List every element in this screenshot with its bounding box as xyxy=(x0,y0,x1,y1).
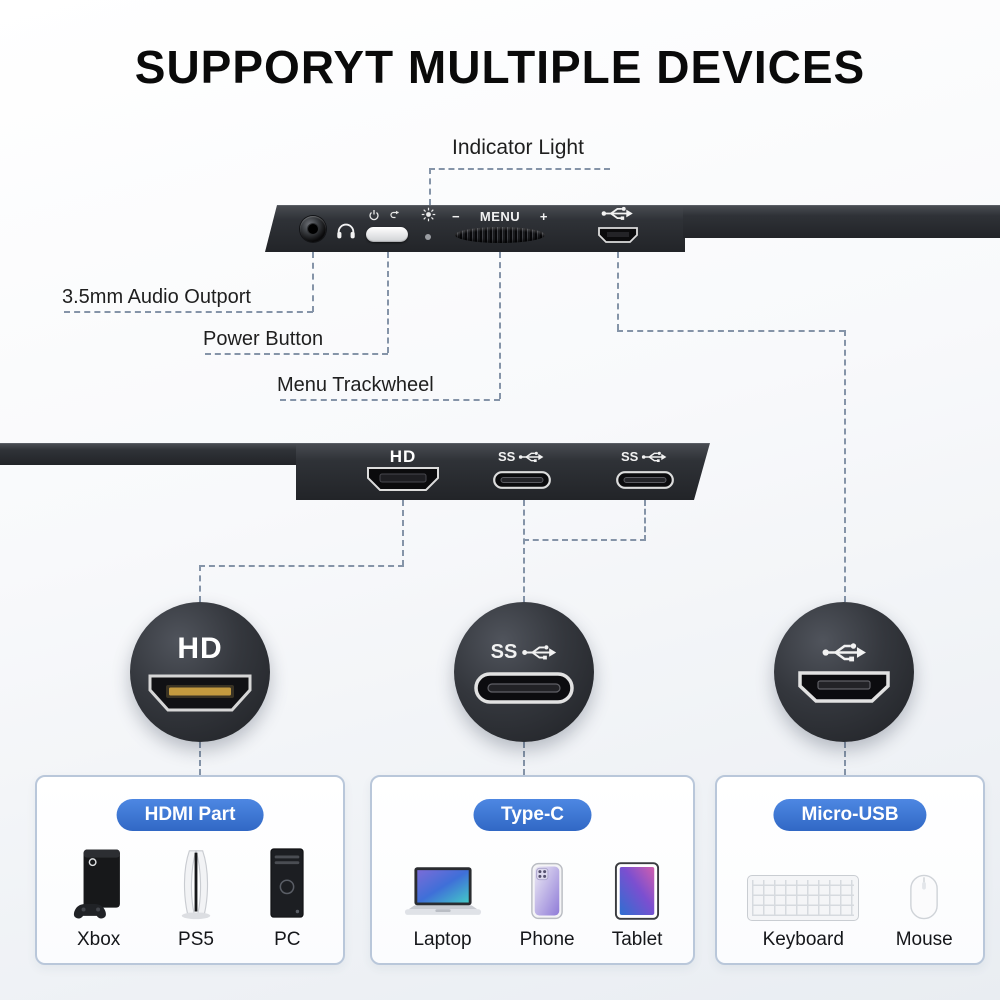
page-title: SUPPORYT MULTIPLE DEVICES xyxy=(134,41,866,93)
device-label: PS5 xyxy=(178,929,214,950)
type-c-badge: Type-C xyxy=(473,799,592,831)
monitor-bottom-edge-extension xyxy=(0,443,302,465)
list-item: PS5 xyxy=(168,847,224,951)
headphone-icon xyxy=(337,223,355,239)
ss-label: SS xyxy=(498,449,516,464)
pc-tower-icon xyxy=(270,848,304,918)
micro-usb-leader-line xyxy=(617,252,619,330)
menu-trackwheel xyxy=(455,227,545,243)
hdmi-leader-line xyxy=(402,500,404,566)
menu-leader-line xyxy=(280,399,500,401)
indicator-leader-line xyxy=(429,168,610,170)
type-c-inset-port xyxy=(474,671,574,704)
device-label: Keyboard xyxy=(762,929,844,950)
usb-icon xyxy=(600,206,634,221)
micro-usb-badge: Micro-USB xyxy=(773,799,927,831)
usb-inset-icon xyxy=(821,642,867,663)
indicator-light-dot xyxy=(425,234,431,240)
menu-markings: − MENU + xyxy=(452,209,548,224)
power-button-label: Power Button xyxy=(203,328,324,350)
ps5-icon xyxy=(181,850,211,920)
device-label: Xbox xyxy=(77,929,121,950)
hdmi-devices-row: Xbox PS5 PC xyxy=(37,843,343,951)
power-button xyxy=(366,227,408,242)
micro-usb-inset-circle xyxy=(774,602,914,742)
return-arrow-icon xyxy=(390,210,399,219)
xbox-icon xyxy=(73,849,120,919)
micro-usb-inset-port xyxy=(798,670,890,703)
audio-leader-line xyxy=(64,311,313,313)
hdmi-card-leader-line xyxy=(199,742,201,775)
keyboard-icon xyxy=(747,875,860,921)
hdmi-port xyxy=(367,467,439,491)
audio-output-label: 3.5mm Audio Outport xyxy=(62,286,251,308)
type-c-port-1 xyxy=(493,471,551,489)
laptop-icon xyxy=(404,867,481,915)
menu-text-label: MENU xyxy=(479,209,521,224)
type-c-leader-line xyxy=(523,500,525,602)
ss-inset-label: SS xyxy=(490,640,518,663)
micro-usb-devices-row: Keyboard Mouse xyxy=(717,843,983,951)
type-c-devices-card: Type-C Laptop xyxy=(370,775,695,965)
usb-trident-icon xyxy=(518,451,544,463)
type-c-inset-circle: SS xyxy=(454,602,594,742)
hdmi-part-badge: HDMI Part xyxy=(116,799,264,831)
hdmi-inset-port xyxy=(148,674,252,712)
monitor-top-edge-extension xyxy=(683,205,1000,238)
indicator-leader-line xyxy=(429,168,431,205)
type-c-leader-line xyxy=(523,539,646,541)
superspeed-usb-marking: SS xyxy=(498,449,544,464)
device-label: Phone xyxy=(519,929,575,950)
phone-icon xyxy=(531,862,563,920)
micro-usb-card-leader-line xyxy=(844,742,846,775)
type-c-leader-line xyxy=(644,500,646,541)
audio-jack-port xyxy=(300,216,326,242)
list-item: Laptop xyxy=(403,865,483,951)
menu-minus-label: − xyxy=(452,209,461,224)
type-c-devices-row: Laptop Phone xyxy=(372,843,693,951)
brightness-sun-icon xyxy=(421,207,436,222)
hdmi-inset-circle: HD xyxy=(130,602,270,742)
device-label: Mouse xyxy=(895,929,953,950)
mouse-icon xyxy=(910,874,939,920)
list-item: PC xyxy=(263,847,311,951)
type-c-port-2 xyxy=(616,471,674,489)
menu-plus-label: + xyxy=(539,209,548,224)
hdmi-marking: HD xyxy=(389,447,417,466)
usb-trident-icon xyxy=(641,451,667,463)
type-c-card-leader-line xyxy=(523,742,525,775)
tablet-icon xyxy=(615,862,660,920)
superspeed-usb-marking: SS xyxy=(621,449,667,464)
list-item: Keyboard xyxy=(747,875,860,951)
list-item: Xbox xyxy=(69,847,129,951)
hdmi-devices-card: HDMI Part Xbox xyxy=(35,775,345,965)
hdmi-leader-line xyxy=(199,565,201,602)
superspeed-inset-marking: SS xyxy=(491,641,558,664)
micro-usb-port xyxy=(598,227,638,243)
list-item: Mouse xyxy=(896,873,953,951)
micro-usb-leader-line xyxy=(844,330,846,602)
device-label: Laptop xyxy=(413,929,472,950)
device-label: PC xyxy=(274,929,301,950)
usb-trident-icon xyxy=(521,644,557,661)
device-label: Tablet xyxy=(611,929,663,950)
hdmi-inset-label: HD xyxy=(177,632,223,665)
audio-leader-line xyxy=(312,252,314,312)
power-leader-line xyxy=(205,353,388,355)
micro-usb-leader-line xyxy=(617,330,845,332)
ss-label: SS xyxy=(621,449,639,464)
list-item: Phone xyxy=(520,861,575,951)
hdmi-leader-line xyxy=(199,565,404,567)
menu-trackwheel-label: Menu Trackwheel xyxy=(277,374,434,396)
power-icon xyxy=(369,210,379,221)
indicator-light-label: Indicator Light xyxy=(452,136,584,159)
menu-leader-line xyxy=(499,252,501,399)
micro-usb-devices-card: Micro-USB Keyboard Mouse xyxy=(715,775,985,965)
power-leader-line xyxy=(387,252,389,353)
list-item: Tablet xyxy=(611,861,663,951)
